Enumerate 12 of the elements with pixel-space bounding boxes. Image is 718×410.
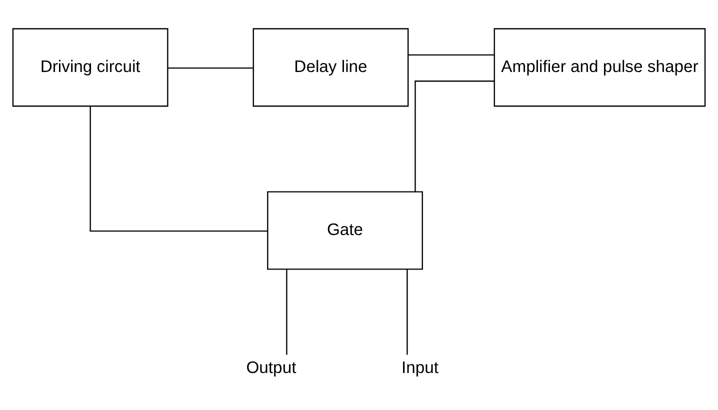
connector	[90, 106, 268, 232]
connector	[286, 268, 288, 354]
node-text: Input	[401, 357, 439, 376]
node-box: Driving circuit	[12, 28, 168, 106]
connector	[414, 80, 494, 192]
node-box: Delay line	[252, 28, 409, 106]
node-box: Amplifier and pulse shaper	[494, 28, 706, 106]
connector	[168, 66, 254, 68]
connector	[408, 54, 494, 56]
node-text: Output	[246, 357, 296, 376]
node-box: Gate	[267, 190, 423, 270]
connector	[406, 268, 408, 354]
